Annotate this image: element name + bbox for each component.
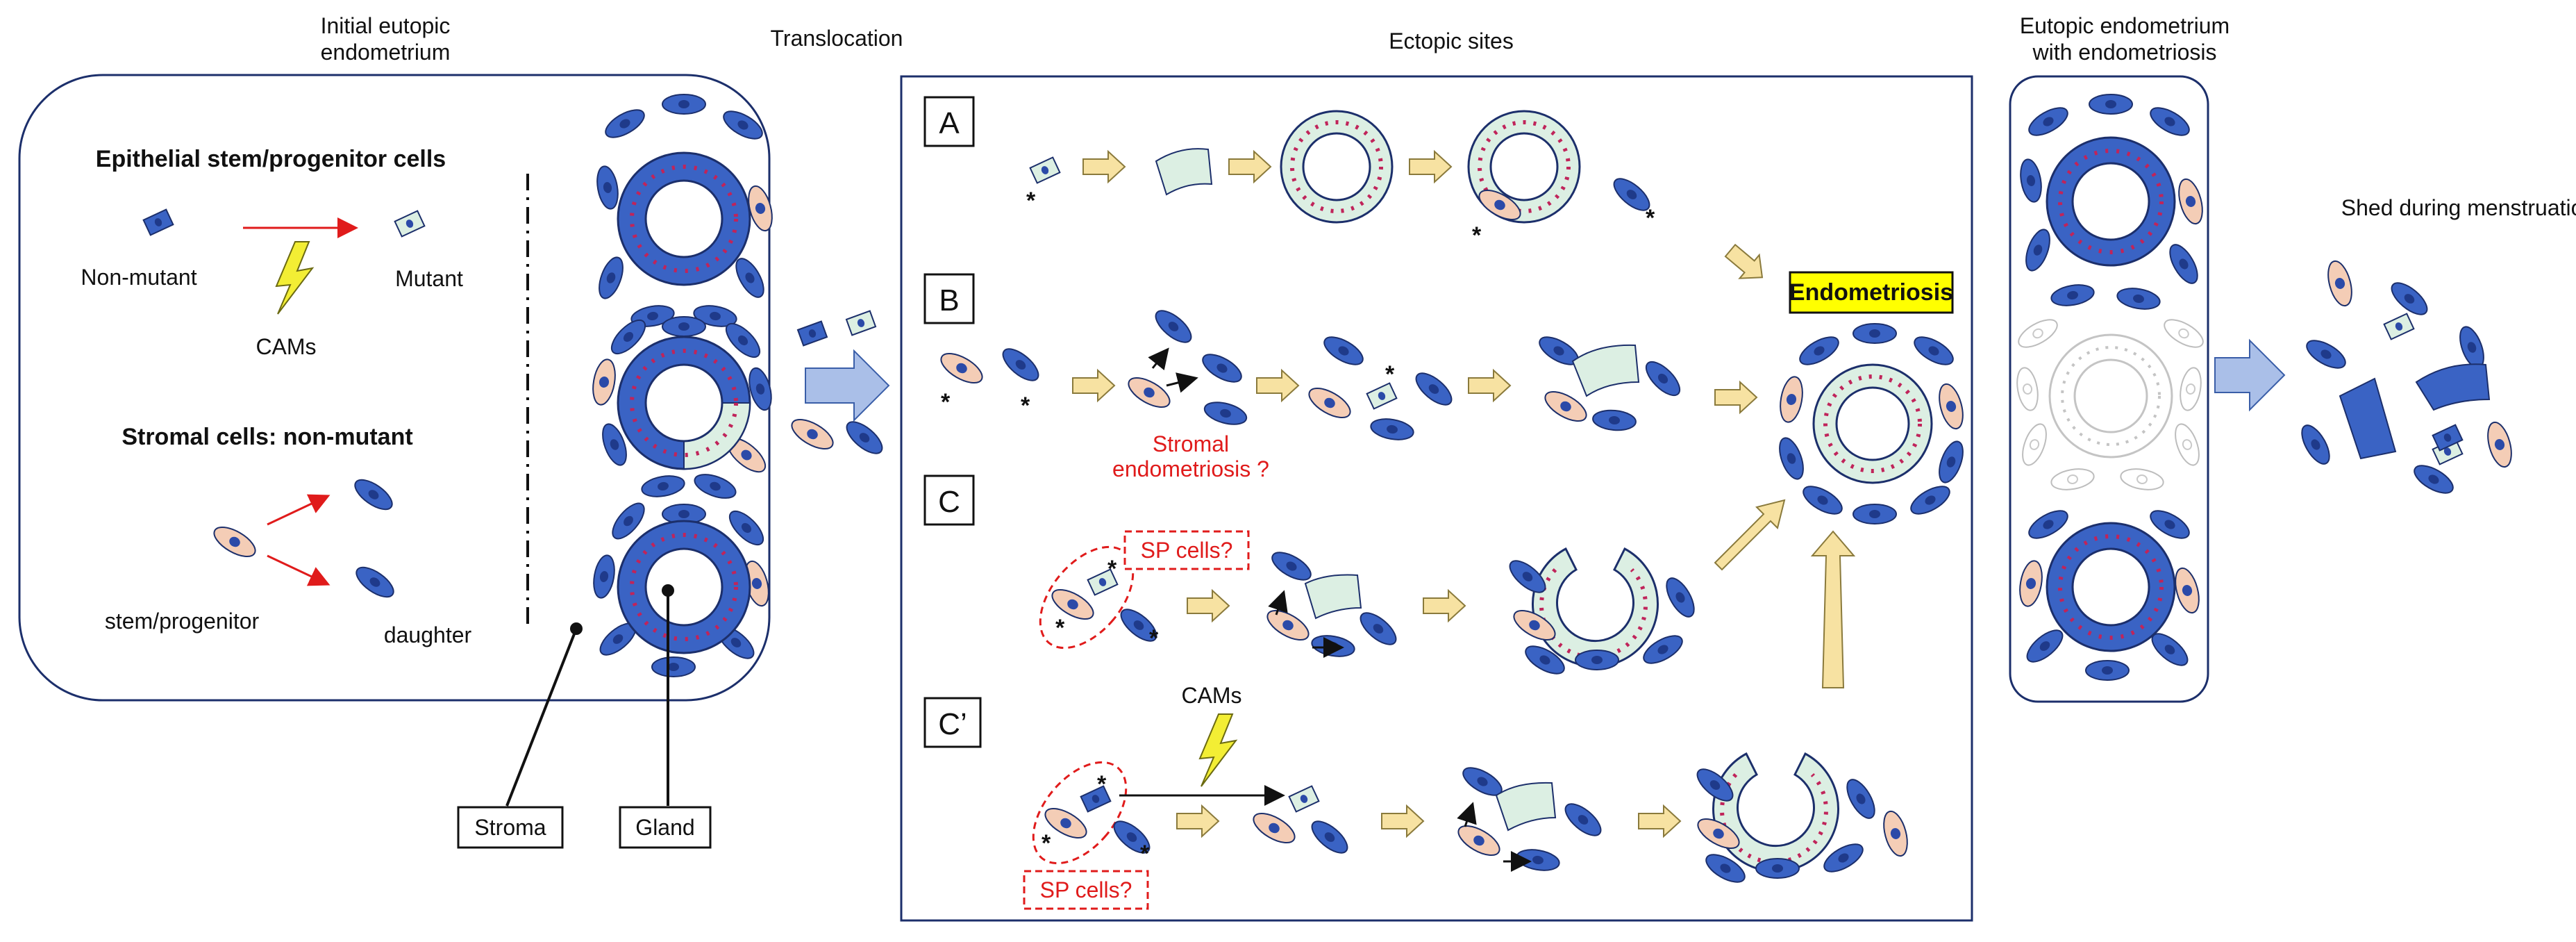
gland-callout-text: Gland bbox=[635, 815, 694, 840]
svg-text:B: B bbox=[939, 283, 959, 317]
arrow-c-to-endometriosis bbox=[1714, 499, 1786, 571]
stroma-callout-text: Stroma bbox=[474, 815, 546, 840]
svg-text:*: * bbox=[1021, 392, 1030, 419]
row-c-sequence: * * * bbox=[1039, 545, 1700, 680]
stromal-cells-title: Stromal cells: non-mutant bbox=[122, 424, 412, 450]
row-b-sequence: * * * bbox=[935, 304, 1757, 444]
shed-fragments bbox=[2295, 258, 2517, 499]
row-c-box: C bbox=[923, 474, 975, 526]
arrow-c-prime-to-endometriosis bbox=[1810, 530, 1856, 688]
stroma-callout-box bbox=[457, 806, 564, 849]
title-shed-during-menstruation: Shed during menstruation bbox=[2341, 195, 2576, 220]
eutopic-top-gland bbox=[2016, 94, 2208, 313]
svg-text:*: * bbox=[941, 389, 951, 415]
left-gland-top bbox=[617, 151, 751, 286]
title-ectopic-sites: Ectopic sites bbox=[1389, 28, 1514, 53]
menstruation-arrow bbox=[2214, 338, 2286, 412]
svg-text:*: * bbox=[1055, 615, 1065, 641]
eutopic-shed-ghost-gland bbox=[2013, 313, 2208, 494]
division-arrow-up bbox=[267, 494, 331, 526]
cams-label: CAMs bbox=[256, 334, 316, 359]
endometriosis-highlight-box bbox=[1789, 271, 1954, 314]
svg-text:*: * bbox=[1026, 188, 1036, 214]
sp-cells-box-c bbox=[1123, 530, 1250, 570]
svg-text:*: * bbox=[1097, 771, 1107, 798]
endometriosis-label: Endometriosis bbox=[1789, 279, 1953, 306]
endometriosis-lesion bbox=[1774, 323, 1968, 524]
sp-cells-label-c-prime: SP cells? bbox=[1040, 877, 1132, 902]
row-c-prime-sequence: * * * bbox=[1032, 713, 1913, 889]
translocation-arrow bbox=[805, 349, 890, 422]
svg-text:*: * bbox=[1107, 556, 1117, 582]
sp-cells-label-c: SP cells? bbox=[1141, 538, 1233, 563]
svg-text:*: * bbox=[1385, 361, 1395, 388]
svg-text:*: * bbox=[1472, 222, 1482, 249]
svg-text:*: * bbox=[1149, 625, 1159, 652]
stem-progenitor-label: stem/progenitor bbox=[105, 609, 260, 634]
left-gland-bottom bbox=[617, 520, 751, 654]
title-translocation: Translocation bbox=[771, 26, 903, 51]
cams-lightning-c-prime bbox=[1198, 713, 1238, 787]
row-a-box: A bbox=[923, 96, 975, 147]
cams-lightning-icon bbox=[275, 241, 315, 315]
left-gland-middle bbox=[617, 336, 751, 470]
eutopic-bottom-gland bbox=[2016, 504, 2205, 681]
row-b-box: B bbox=[923, 273, 975, 324]
division-arrow-down bbox=[267, 554, 331, 586]
svg-text:C: C bbox=[938, 485, 960, 519]
mutant-label: Mutant bbox=[395, 266, 463, 291]
svg-text:*: * bbox=[1646, 205, 1655, 231]
sp-cells-box-c-prime bbox=[1023, 870, 1149, 910]
gland-callout-box bbox=[619, 806, 712, 849]
row-c-prime-box: C’ bbox=[923, 697, 982, 748]
stroma-callout-line bbox=[505, 628, 578, 807]
epithelial-stem-progenitor-title: Epithelial stem/progenitor cells bbox=[96, 146, 446, 172]
daughter-label: daughter bbox=[384, 622, 472, 647]
non-mutant-label: Non-mutant bbox=[81, 265, 196, 290]
svg-text:*: * bbox=[1140, 841, 1150, 867]
sp-cells-dashed-oval-c bbox=[1039, 545, 1135, 650]
row-a-sequence: * * * bbox=[1026, 110, 1655, 249]
ectopic-sites-panel bbox=[900, 75, 1973, 922]
svg-text:C’: C’ bbox=[938, 707, 967, 741]
sp-cells-dashed-oval-c-prime bbox=[1032, 761, 1128, 865]
svg-text:*: * bbox=[1042, 830, 1051, 857]
svg-text:A: A bbox=[939, 106, 960, 140]
cams-label-c-prime: CAMs bbox=[1181, 683, 1241, 708]
